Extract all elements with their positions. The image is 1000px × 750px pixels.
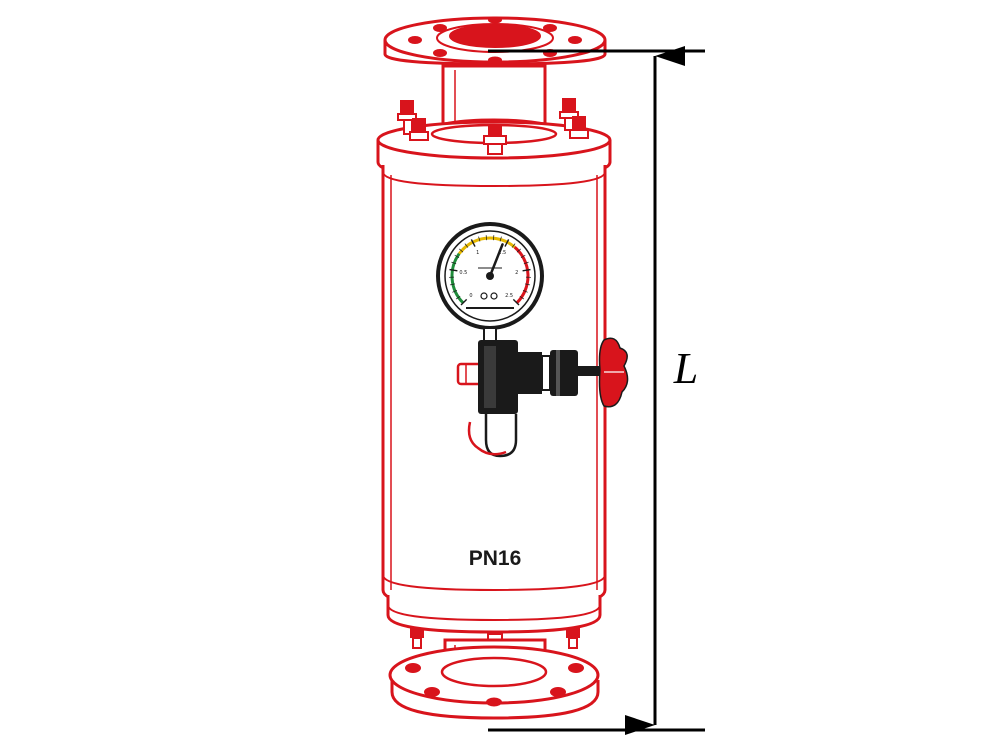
gauge-stem [483, 327, 497, 343]
gauge-label: 1 [476, 250, 479, 256]
gauge-label: 2.5 [505, 293, 513, 299]
valve-bonnet [518, 352, 542, 394]
valve-handle-icon [598, 337, 629, 408]
gauge-tick [516, 248, 521, 253]
gauge-tick [525, 283, 531, 286]
valve-nut [550, 350, 578, 396]
gauge-icon: 0 0.5 1 1.5 2 2.5 [436, 222, 544, 330]
gauge-tick [454, 254, 460, 258]
gauge-tick [520, 254, 526, 258]
valve-assembly [456, 337, 629, 458]
gauge-tick [523, 261, 529, 265]
gauge-mark-icon [490, 292, 498, 300]
gauge-tick [449, 283, 455, 286]
gauge-tick [464, 243, 469, 248]
gauge-mark-icon [480, 292, 488, 300]
gauge-scale-labels: 0 0.5 1 1.5 2 2.5 [459, 250, 518, 299]
flange-bolt-holes [405, 663, 584, 707]
drain-elbow [467, 421, 507, 456]
gauge-tick [449, 268, 458, 272]
gauge-tick [455, 295, 461, 300]
gauge-needle [488, 243, 504, 278]
gauge-tick [512, 298, 520, 306]
gauge-label: 1.5 [498, 250, 506, 256]
gauge-tick [451, 261, 457, 265]
gauge-tick [511, 243, 516, 248]
gauge-tick [504, 239, 510, 247]
gauge-label: 0 [469, 293, 472, 299]
bolt-icon [483, 124, 507, 155]
gauge-tick [452, 289, 458, 293]
top-bolts [397, 98, 589, 155]
gauge-tick [522, 268, 531, 272]
bottom-cover [386, 595, 602, 634]
valve-stem [578, 366, 602, 376]
dimension-label: L [673, 344, 698, 393]
top-flange [383, 16, 607, 66]
gauge-tick [522, 289, 528, 293]
drain-pipe [484, 414, 518, 458]
bolt-icon [410, 628, 424, 649]
bottom-flange [388, 645, 600, 720]
gauge-hub [486, 272, 494, 280]
gauge-label: 2 [515, 270, 518, 276]
bolt-icon [409, 118, 429, 141]
dimension-line: L [488, 45, 705, 735]
bolt-icon [566, 628, 580, 649]
gauge-zone-arc [450, 252, 465, 304]
gauge-tick [459, 248, 464, 253]
gauge-tick [478, 236, 481, 242]
pressure-rating-label: PN16 [469, 547, 522, 570]
gauge-zone-arc [458, 236, 516, 255]
gauge-tick [499, 236, 502, 242]
gauge-tick [460, 298, 468, 306]
gauge-ticks [449, 235, 531, 306]
bolt-icon [569, 116, 589, 139]
gauge-tick [519, 295, 525, 300]
gauge-tick [470, 239, 476, 247]
gauge-label: 0.5 [459, 270, 467, 276]
